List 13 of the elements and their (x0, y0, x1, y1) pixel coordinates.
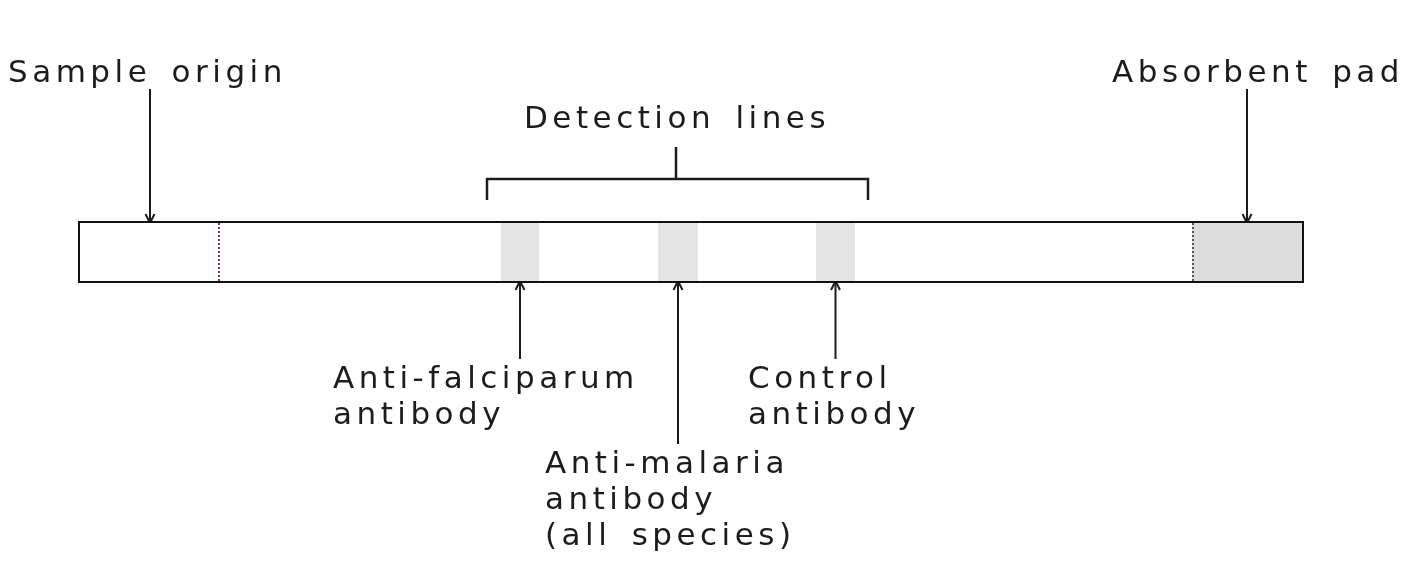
detection-band (501, 223, 539, 281)
test-strip (78, 221, 1304, 283)
arrow (144, 88, 156, 224)
callout-label: Control antibody (748, 359, 948, 431)
arrow (1241, 88, 1253, 224)
group-label: Detection lines (524, 99, 831, 135)
detection-band (816, 223, 855, 281)
absorbent-pad (1192, 223, 1302, 281)
callout-label: Anti-malaria antibody (all species) (545, 444, 800, 552)
part-label: Absorbent pad (1112, 53, 1404, 89)
callout-label: Anti-falciparum antibody (333, 359, 663, 431)
detection-band (658, 223, 698, 281)
part-label: Sample origin (8, 53, 287, 89)
